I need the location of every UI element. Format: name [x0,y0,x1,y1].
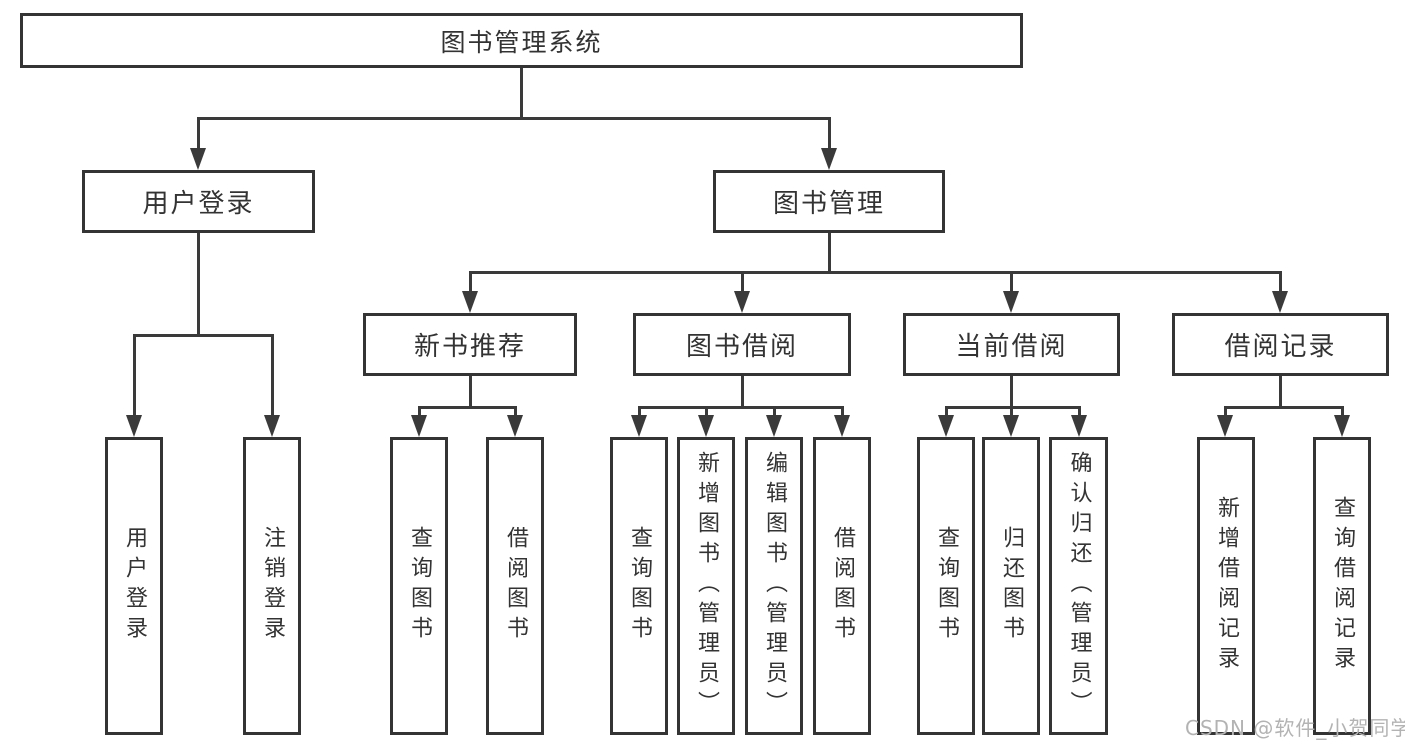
arrow-down-icon [821,148,837,170]
connector-line [468,376,472,407]
arrow-down-icon [1003,291,1019,313]
connector-line [519,68,523,118]
connector-line [740,271,744,293]
arrow-down-icon [631,415,647,437]
arrow-down-icon [507,415,523,437]
leaf-edit-book-admin-label: 编辑图书（管理员） [762,451,787,721]
leaf-confirm-return-admin-label: 确认归还（管理员） [1066,451,1092,721]
arrow-down-icon [734,291,750,313]
leaf-edit-book-admin: 编辑图书（管理员） [745,437,803,735]
connector-line [513,406,517,417]
connector-line [1223,405,1344,409]
leaf-query-books-current-label: 查询图书 [934,526,959,646]
arrow-down-icon [264,415,280,437]
connector-line [944,405,1081,409]
leaf-add-borrow-record: 新增借阅记录 [1197,437,1255,735]
leaf-return-books-label: 归还图书 [999,526,1024,646]
connector-line [270,334,274,417]
connector-line [196,116,831,120]
connector-line [827,233,831,272]
connector-line [1009,406,1013,417]
node-book-borrowing: 图书借阅 [633,313,851,376]
connector-line [637,406,641,417]
connector-line [417,405,517,409]
leaf-logout-label: 注销登录 [260,526,285,646]
connector-line [1278,271,1282,293]
arrow-down-icon [126,415,142,437]
connector-line [196,233,200,335]
leaf-borrow-books-borrowing-label: 借阅图书 [830,526,855,646]
connector-line [1278,376,1282,407]
arrow-down-icon [698,415,714,437]
leaf-add-borrow-record-label: 新增借阅记录 [1214,496,1239,676]
arrow-down-icon [938,415,954,437]
node-borrowing-records: 借阅记录 [1172,313,1389,376]
connector-line [1009,271,1013,293]
leaf-query-borrow-record: 查询借阅记录 [1313,437,1371,735]
connector-line [944,406,948,417]
arrow-down-icon [1334,415,1350,437]
node-book-management: 图书管理 [713,170,945,233]
arrow-down-icon [1003,415,1019,437]
connector-line [772,406,776,417]
arrow-down-icon [462,291,478,313]
connector-line [196,117,200,150]
leaf-borrow-books-recommend-label: 借阅图书 [503,526,528,646]
leaf-borrow-books-borrowing: 借阅图书 [813,437,871,735]
connector-line [840,406,844,417]
connector-line [637,405,844,409]
leaf-confirm-return-admin: 确认归还（管理员） [1049,437,1108,735]
connector-line [468,271,472,293]
arrow-down-icon [411,415,427,437]
connector-line [1009,376,1013,407]
connector-line [827,117,831,150]
leaf-logout: 注销登录 [243,437,301,735]
arrow-down-icon [766,415,782,437]
node-new-book-recommendation: 新书推荐 [363,313,577,376]
leaf-add-book-admin: 新增图书（管理员） [677,437,735,735]
node-current-borrowing: 当前借阅 [903,313,1120,376]
connector-line [417,406,421,417]
leaf-user-login: 用户登录 [105,437,163,735]
arrow-down-icon [1217,415,1233,437]
connector-line [1077,406,1081,417]
connector-line [740,376,744,407]
arrow-down-icon [834,415,850,437]
leaf-add-book-admin-label: 新增图书（管理员） [694,451,719,721]
connector-line [1340,406,1344,417]
leaf-user-login-label: 用户登录 [122,526,147,646]
connector-line [704,406,708,417]
connector-line [132,334,136,417]
arrow-down-icon [1272,291,1288,313]
connector-line [468,270,1282,274]
leaf-query-books-recommend-label: 查询图书 [407,526,432,646]
leaf-query-books-borrowing: 查询图书 [610,437,668,735]
leaf-query-borrow-record-label: 查询借阅记录 [1330,496,1355,676]
csdn-watermark: CSDN @软件_小贺同学 [1185,716,1405,740]
arrow-down-icon [1071,415,1087,437]
node-library-management-system: 图书管理系统 [20,13,1023,68]
arrow-down-icon [190,148,206,170]
connector-line [1223,406,1227,417]
leaf-query-books-current: 查询图书 [917,437,975,735]
leaf-borrow-books-recommend: 借阅图书 [486,437,544,735]
node-user-login: 用户登录 [82,170,315,233]
leaf-return-books: 归还图书 [982,437,1040,735]
leaf-query-books-borrowing-label: 查询图书 [627,526,652,646]
leaf-query-books-recommend: 查询图书 [390,437,448,735]
connector-line [132,333,274,337]
